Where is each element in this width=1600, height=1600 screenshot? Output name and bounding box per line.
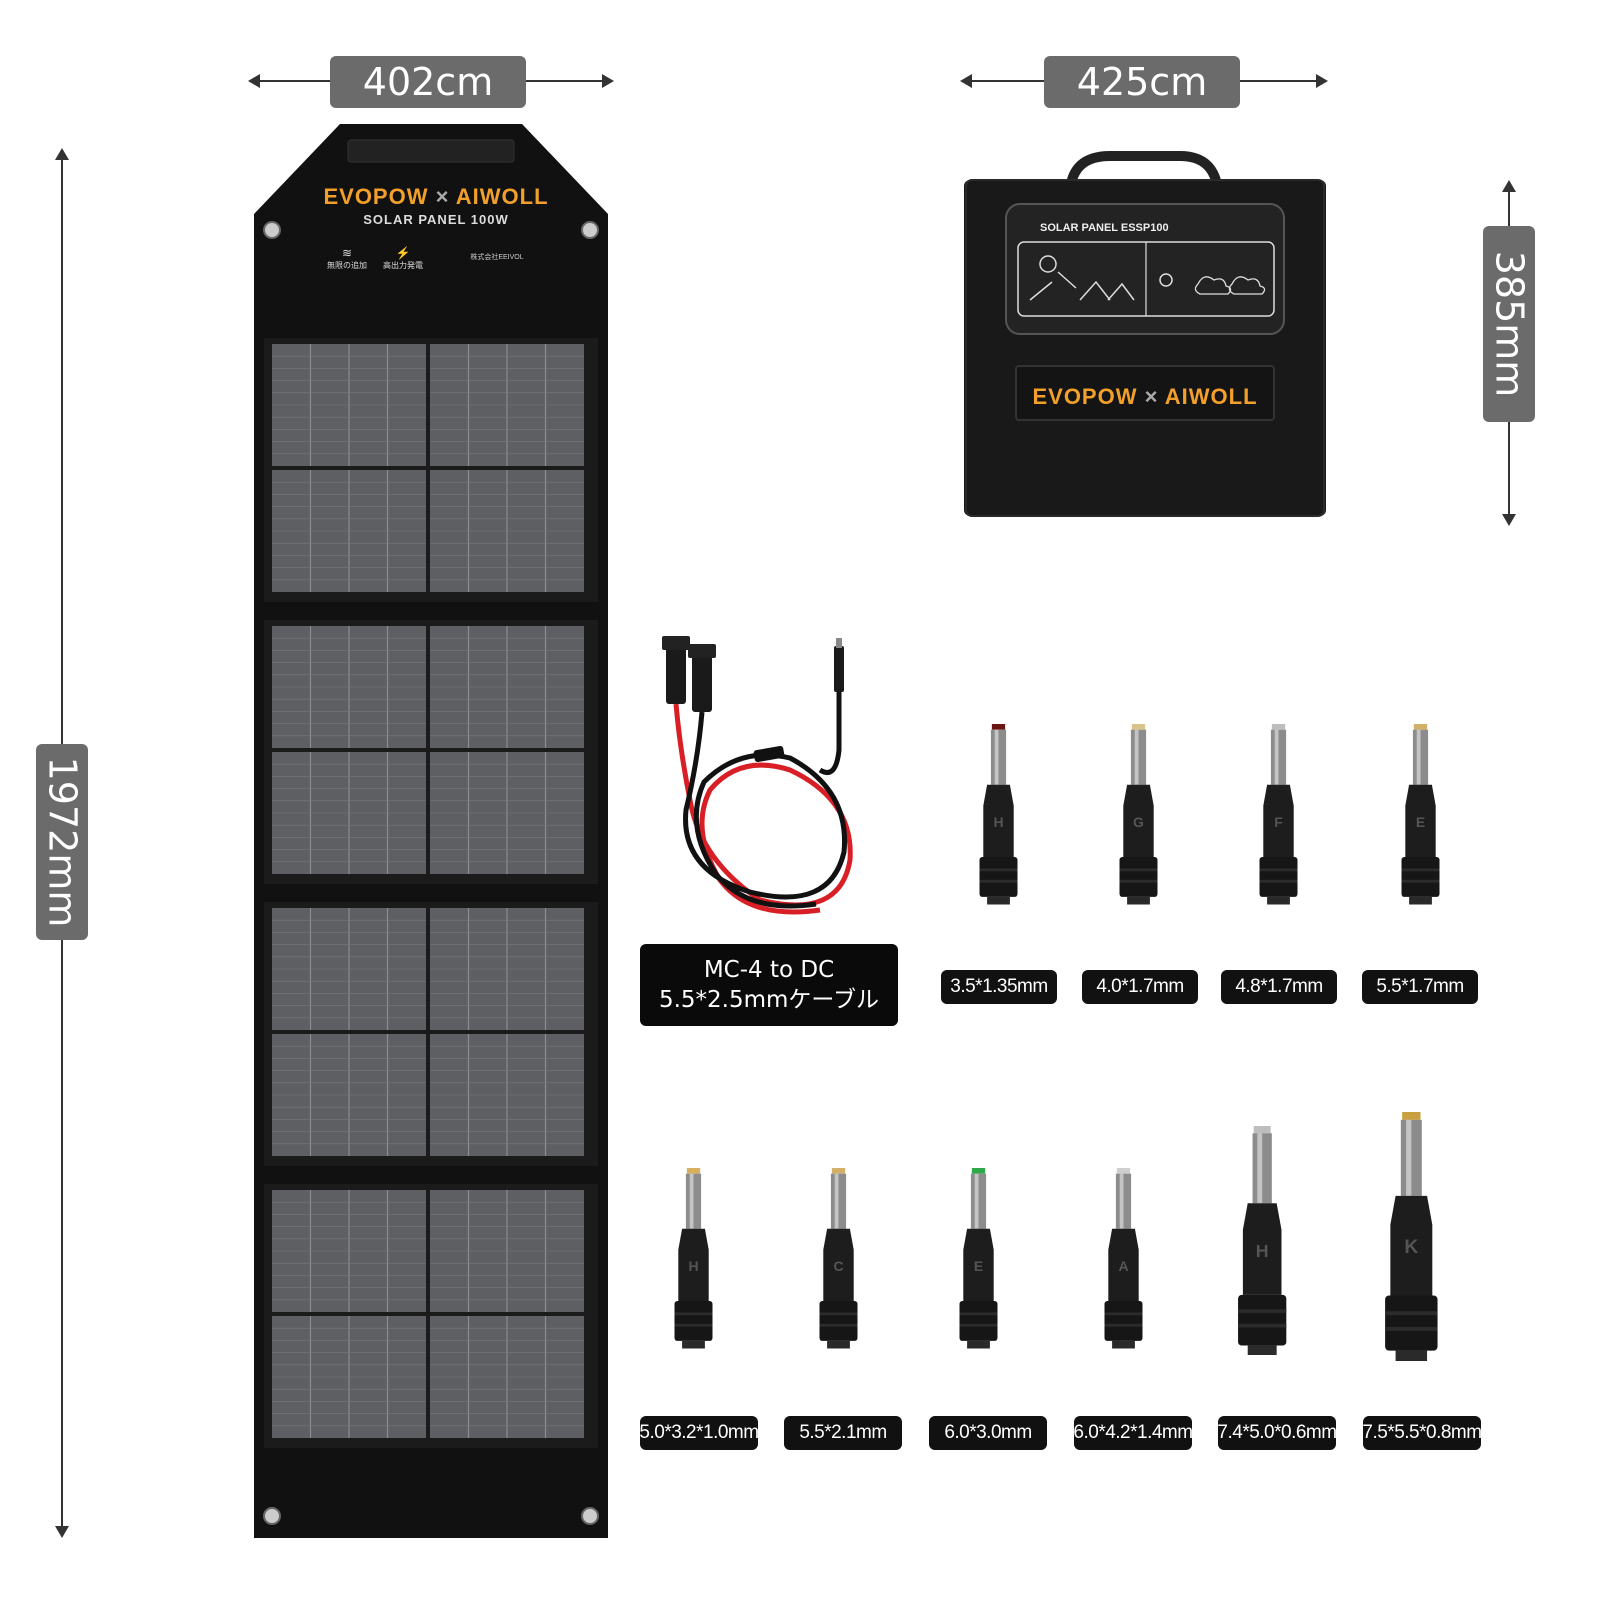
connector-letter: H — [1255, 1240, 1269, 1261]
connector-size-label: 4.0*1.7mm — [1082, 970, 1198, 1004]
dc-connector-tip: K — [1372, 1112, 1451, 1366]
dc-connector-tip: H — [1226, 1126, 1298, 1360]
connector-size-label: 6.0*3.0mm — [929, 1416, 1047, 1450]
bag-height-label: 385mm — [1483, 226, 1535, 422]
solar-panel — [254, 124, 608, 1538]
mc4-dc-cable — [662, 636, 853, 915]
arrow-up-icon — [55, 148, 69, 160]
panel-height-label: 1972mm — [36, 744, 88, 940]
connector-letter: F — [1274, 814, 1283, 831]
connector-size-label: 5.5*2.1mm — [784, 1416, 902, 1450]
connector-letter: H — [993, 814, 1004, 831]
dc-connector-tip: F — [1250, 724, 1307, 910]
connector-size-label: 4.8*1.7mm — [1221, 970, 1337, 1004]
bag-width-label: 425cm — [1044, 56, 1240, 108]
panel-brand-right: AIWOLL — [455, 184, 549, 209]
connector-letter: E — [973, 1258, 984, 1275]
panel-height-text: 1972mm — [40, 756, 84, 928]
arrow-left-icon — [960, 74, 972, 88]
dc-connector-tip: G — [1110, 724, 1167, 910]
connector-size-label: 5.5*1.7mm — [1362, 970, 1478, 1004]
dc-connector-tip: C — [810, 1168, 867, 1354]
bag-model-text: SOLAR PANEL ESSP100 — [1040, 222, 1169, 234]
panel-feature-1: ≋ 無限の追加 — [322, 246, 372, 271]
arrow-left-icon — [248, 74, 260, 88]
cable-label-line1: MC-4 to DC — [703, 957, 835, 983]
arrow-right-icon — [602, 74, 614, 88]
panel-feature-2: ⚡ 高出力発電 — [378, 246, 428, 271]
panel-company-text: 株式会社EEIVOL — [470, 254, 524, 261]
bag-brand-logo: EVOPOW × AIWOLL — [1016, 384, 1274, 410]
panel-feature-2-label: 高出力発電 — [383, 261, 423, 270]
dc-connector-tip: E — [1392, 724, 1449, 910]
panel-brand-sep: × — [435, 184, 450, 209]
panel-brand-left: EVOPOW — [323, 184, 429, 209]
dc-connector-tip: A — [1095, 1168, 1152, 1354]
connector-letter: K — [1404, 1236, 1419, 1258]
cable-label-line2: 5.5*2.5mmケーブル — [658, 987, 880, 1013]
bag-height-text: 385mm — [1487, 250, 1532, 398]
connector-size-label: 7.4*5.0*0.6mm — [1217, 1416, 1337, 1450]
stack-icon: ≋ — [341, 246, 353, 260]
dc-connector-tip: E — [950, 1168, 1007, 1354]
connector-letter: H — [688, 1258, 699, 1275]
bag-brand-sep: × — [1144, 384, 1159, 409]
connector-size-label: 7.5*5.5*0.8mm — [1362, 1416, 1482, 1450]
connector-letter: A — [1118, 1258, 1129, 1275]
arrow-up-icon — [1502, 180, 1516, 192]
connector-size-label: 5.0*3.2*1.0mm — [639, 1416, 759, 1450]
connector-letter: G — [1133, 814, 1144, 831]
folded-bag — [964, 151, 1326, 517]
bag-brand-right: AIWOLL — [1164, 384, 1258, 409]
connector-letter: E — [1415, 814, 1426, 831]
dc-connector-tip: H — [665, 1168, 722, 1354]
dc-connector-tip: H — [970, 724, 1027, 910]
panel-brand-logo: EVOPOW × AIWOLL — [305, 184, 567, 210]
connector-size-label: 3.5*1.35mm — [941, 970, 1057, 1004]
panel-model-text: SOLAR PANEL 100W — [363, 212, 509, 227]
bag-brand-left: EVOPOW — [1032, 384, 1138, 409]
connector-letter: C — [833, 1258, 844, 1275]
connector-size-label: 6.0*4.2*1.4mm — [1073, 1416, 1193, 1450]
panel-width-label: 402cm — [330, 56, 526, 108]
arrow-down-icon — [55, 1526, 69, 1538]
arrow-right-icon — [1316, 74, 1328, 88]
arrow-down-icon — [1502, 514, 1516, 526]
cable-label: MC-4 to DC 5.5*2.5mmケーブル — [640, 944, 898, 1026]
panel-feature-1-label: 無限の追加 — [327, 261, 367, 270]
lightning-icon: ⚡ — [395, 246, 411, 260]
